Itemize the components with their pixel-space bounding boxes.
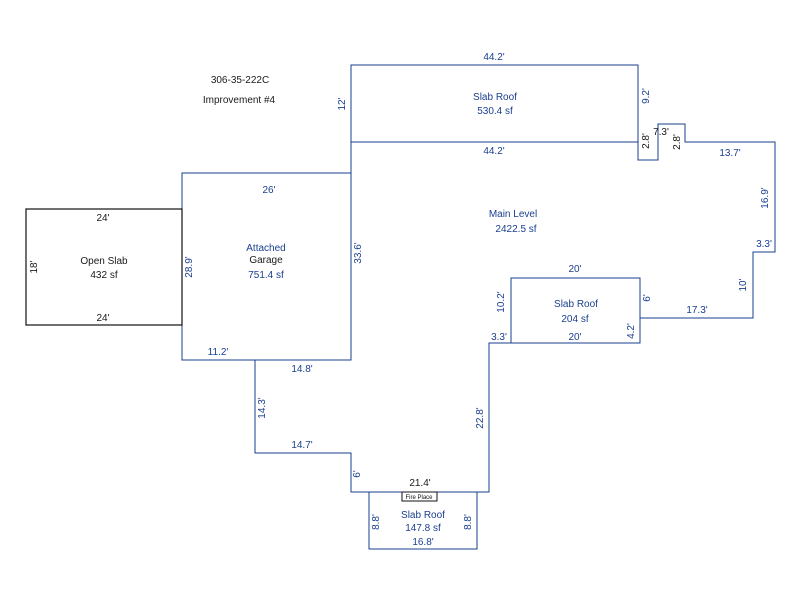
slab-roof-top-area: 530.4 sf: [477, 106, 513, 117]
open-slab-name: Open Slab: [80, 256, 128, 267]
dim-main-16-9: 16.9': [760, 187, 771, 208]
dim-step-7-3: 7.3': [653, 127, 669, 138]
dim-bottom-slab-16-8: 16.8': [412, 537, 433, 548]
dim-step-2-8-right: 2.8': [672, 134, 683, 150]
main-level-area: 2422.5 sf: [495, 224, 536, 235]
dim-main-13-7: 13.7': [719, 148, 740, 159]
dim-main-14-3: 14.3': [257, 397, 268, 418]
dim-slab-top-width-bottom: 44.2': [483, 146, 504, 157]
dim-right-slab-6: 6': [642, 294, 653, 302]
fire-place-box: [401, 491, 438, 502]
dim-garage-11-2: 11.2': [208, 347, 229, 358]
slab-roof-right-name: Slab Roof: [554, 299, 598, 310]
dim-slab-top-right: 9.2': [641, 88, 652, 104]
garage-outline: [181, 172, 352, 361]
dim-right-slab-10-2: 10.2': [496, 291, 507, 312]
garage-name-line1: Attached: [246, 243, 285, 254]
slab-roof-right-area: 204 sf: [561, 314, 588, 325]
open-slab-outline: [25, 208, 183, 326]
dim-main-10: 10': [738, 278, 749, 291]
dim-open-slab-24-bottom: 24': [96, 313, 109, 324]
dim-bottom-slab-8-8-left: 8.8': [371, 514, 382, 530]
dim-main-3-3-right: 3.3': [756, 239, 772, 250]
improvement-label: Improvement #4: [203, 95, 276, 106]
dim-garage-28-9: 28.9': [184, 256, 195, 277]
dim-slab-top-width-top: 44.2': [483, 52, 504, 63]
garage-area: 751.4 sf: [248, 270, 284, 281]
dim-main-14-7: 14.7': [291, 440, 312, 451]
slab-roof-right-outline: [510, 277, 641, 344]
dim-main-6-bottom: 6': [352, 470, 363, 478]
dim-slab-top-left: 12': [337, 97, 348, 110]
slab-roof-top-name: Slab Roof: [473, 92, 517, 103]
dim-step-2-8-left: 2.8': [641, 133, 652, 149]
dim-bottom-slab-8-8-right: 8.8': [463, 514, 474, 530]
dim-main-22-8: 22.8': [475, 407, 486, 428]
dim-right-slab-20-bottom: 20': [568, 332, 581, 343]
dim-open-slab-24-top: 24': [96, 213, 109, 224]
dim-main-17-3: 17.3': [686, 305, 707, 316]
dim-right-slab-20-top: 20': [568, 264, 581, 275]
dim-main-3-3-left: 3.3': [491, 332, 507, 343]
open-slab-area: 432 sf: [90, 270, 117, 281]
dim-main-21-4: 21.4': [409, 478, 430, 489]
dim-main-14-8: 14.8': [291, 364, 312, 375]
fire-place-label: Fire Place: [405, 495, 433, 501]
dim-garage-26: 26': [262, 185, 275, 196]
dim-open-slab-18: 18': [29, 260, 40, 273]
parcel-id: 306-35-222C: [211, 75, 269, 86]
garage-name-line2: Garage: [249, 255, 283, 266]
dim-right-slab-4-2: 4.2': [626, 323, 637, 339]
dim-garage-33-6: 33.6': [353, 242, 364, 263]
slab-roof-top-outline: [350, 64, 639, 143]
main-level-name: Main Level: [489, 209, 537, 220]
slab-roof-bottom-area: 147.8 sf: [405, 523, 441, 534]
slab-roof-bottom-name: Slab Roof: [401, 510, 445, 521]
